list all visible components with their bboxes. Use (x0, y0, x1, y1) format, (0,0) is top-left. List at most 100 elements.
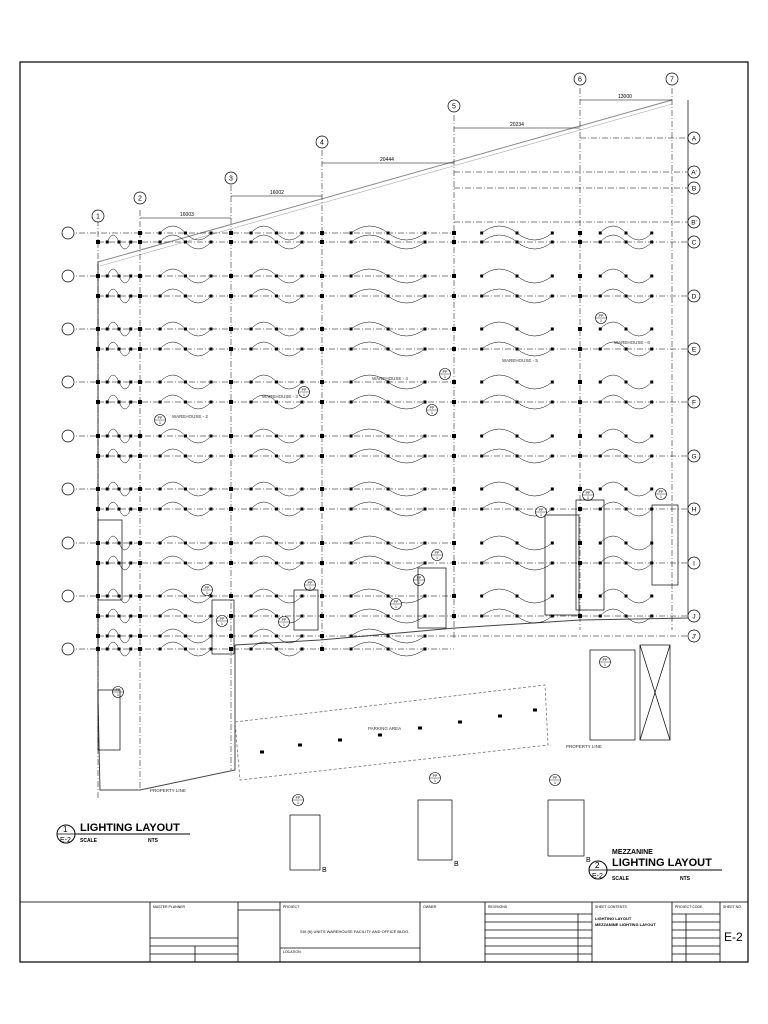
wiring-arc (350, 428, 426, 444)
svg-text:1: 1 (554, 781, 556, 785)
svg-text:1: 1 (159, 421, 161, 425)
parking-light (458, 720, 462, 724)
wiring-arc (159, 501, 212, 517)
wiring-arc (600, 608, 652, 624)
wiring-arc (250, 225, 303, 241)
view-2-scale-label: SCALE (612, 876, 630, 882)
grid-label-col-3: 3 (229, 176, 233, 183)
column-fixture (229, 561, 233, 565)
grid-bubble-col-2 (133, 191, 147, 205)
wiring-arc (481, 321, 553, 337)
column-fixture (452, 231, 456, 235)
column-fixture (138, 240, 142, 244)
grid-bubble-col-3 (224, 171, 238, 185)
grid-label-row-G: G (691, 454, 696, 461)
column-fixture (229, 454, 233, 458)
column-fixture (96, 634, 100, 638)
wiring-arc (159, 268, 212, 284)
svg-text:1: 1 (309, 586, 311, 590)
grid-label-row-B: B (692, 186, 696, 193)
tb-sheet-contents-2: MEZZANINE LIGHTING LAYOUT (595, 922, 656, 927)
column-fixture (138, 347, 142, 351)
column-fixture (452, 327, 456, 331)
column-fixture (96, 614, 100, 618)
tb-project-code-label: PROJECT CODE (675, 905, 703, 909)
mezzanine-plans (289, 799, 585, 871)
grid-bubble-row-G (687, 449, 701, 463)
wiring-arc (600, 448, 652, 464)
column-fixture (96, 274, 100, 278)
wiring-arc (600, 268, 652, 284)
column-fixture (96, 434, 100, 438)
title-block (19, 901, 749, 963)
building-outline (97, 100, 689, 791)
wiring-arc (600, 428, 652, 444)
svg-text:PP: PP (205, 586, 210, 590)
svg-text:PP: PP (599, 314, 604, 318)
svg-text:1: 1 (434, 779, 436, 783)
column-fixture (578, 434, 582, 438)
label-warehouse-2: WAREHOUSE - 2 (172, 414, 208, 419)
panel-tag: PP1 (549, 774, 561, 786)
wiring-arc (481, 341, 553, 357)
wiring-arc (107, 268, 131, 284)
wiring-arc (159, 588, 212, 604)
wiring-arc (350, 394, 426, 410)
svg-text:1: 1 (600, 319, 602, 323)
wiring-arc (159, 234, 212, 250)
column-fixture (452, 294, 456, 298)
panel-tag: PP1 (112, 686, 124, 698)
svg-text:PP: PP (443, 370, 448, 374)
column-fixture (138, 231, 142, 235)
grid-bubble-left-0 (61, 226, 75, 240)
svg-text:PP: PP (430, 406, 435, 410)
column-fixture (320, 634, 324, 638)
panel-tag: PP1 (439, 368, 451, 380)
dimension-strings: 16003 16002 20444 20234 13000 (140, 94, 672, 219)
column-fixture (320, 434, 324, 438)
tb-sheet-no: E-2 (724, 930, 743, 944)
column-fixture (320, 487, 324, 491)
svg-text:1: 1 (206, 591, 208, 595)
tb-sheet-contents-label: SHEET CONTENTS (595, 905, 627, 909)
column-fixture (138, 454, 142, 458)
column-fixture (138, 294, 142, 298)
dimension-1-2: 16003 (180, 212, 194, 218)
wiring-arc (600, 535, 652, 551)
column-fixture (320, 240, 324, 244)
svg-text:PP: PP (586, 491, 591, 495)
panel-tag: PP1 (304, 579, 316, 591)
parking-light (418, 726, 422, 730)
grid-bubble-left-4 (61, 429, 75, 443)
panel-tag: PP1 (535, 506, 547, 518)
wiring-arc (600, 374, 652, 390)
grid-bubble-row-B (687, 181, 701, 195)
grid-label-col-4: 4 (320, 140, 324, 147)
wiring-arc (107, 394, 131, 410)
wiring-arc (250, 268, 303, 284)
tb-project-label: PROJECT (283, 905, 300, 909)
grid-bubble-left-3 (61, 375, 75, 389)
grid-bubble-col-5 (447, 99, 461, 113)
column-fixture (452, 347, 456, 351)
panel-tag: PP1 (431, 549, 443, 561)
view-1-scale-label: SCALE (80, 838, 98, 844)
column-fixture (96, 347, 100, 351)
tb-project-name: SIX (6) UNITS WAREHOUSE FACILITY AND OFF… (300, 929, 409, 934)
tb-sheet-contents-1: LIGHTING LAYOUT (595, 916, 632, 921)
column-fixture (320, 380, 324, 384)
parking-light (533, 708, 537, 712)
svg-text:PP: PP (659, 490, 664, 494)
grid-bubble-row-D (687, 289, 701, 303)
grid-label-row-H: H (692, 507, 697, 514)
column-fixture (452, 561, 456, 565)
wiring-arc (159, 608, 212, 624)
label-property-line-2: PROPERTY LINE (566, 744, 602, 749)
column-fixture (320, 561, 324, 565)
mezzanine-plan-1 (289, 814, 321, 871)
column-fixture (229, 541, 233, 545)
wiring-arc (481, 555, 553, 571)
svg-text:PP: PP (417, 576, 422, 580)
column-fixture (138, 647, 142, 651)
wiring-arc (481, 448, 553, 464)
